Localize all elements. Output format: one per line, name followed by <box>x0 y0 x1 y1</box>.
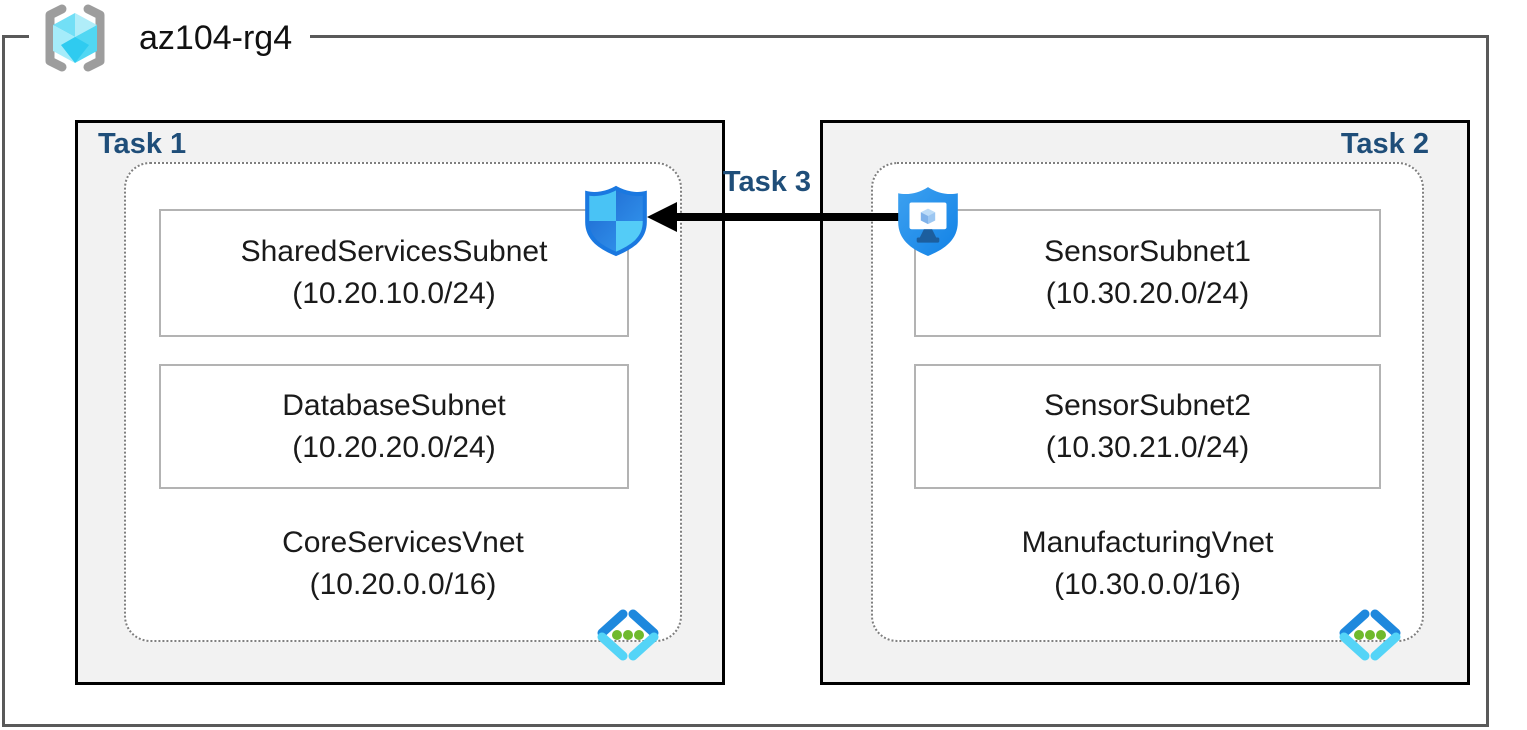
virtual-network-icon <box>597 609 659 661</box>
subnet-sharedservices: SharedServicesSubnet (10.20.10.0/24) <box>159 209 629 337</box>
subnet-cidr: (10.30.21.0/24) <box>1045 430 1250 464</box>
arrow-head <box>647 202 677 232</box>
vnet-cidr: (10.30.0.0/16) <box>1054 568 1241 601</box>
arrow-shaft <box>675 213 901 221</box>
task3-arrow <box>647 198 903 236</box>
vnet-name: CoreServicesVnet <box>282 526 524 559</box>
task3-label: Task 3 <box>722 166 812 198</box>
subnet-name: DatabaseSubnet <box>282 388 506 422</box>
resource-group-header: az104-rg4 <box>29 1 311 75</box>
subnet-name: SharedServicesSubnet <box>240 235 548 268</box>
subnet-cidr: (10.30.20.0/24) <box>1045 277 1250 310</box>
subnet-cidr: (10.20.20.0/24) <box>292 430 496 464</box>
task2-label: Task 2 <box>1340 128 1429 160</box>
bastion-icon <box>898 187 958 256</box>
resource-group-title: az104-rg4 <box>139 18 293 57</box>
subnet-name: SensorSubnet2 <box>1044 388 1251 422</box>
vnet-label-manufacturing: ManufacturingVnet (10.30.0.0/16) <box>873 522 1422 606</box>
subnet-sensor2: SensorSubnet2 (10.30.21.0/24) <box>914 364 1381 489</box>
virtual-network-icon <box>1339 609 1401 661</box>
vnet-name: ManufacturingVnet <box>1021 526 1274 559</box>
vnet-boundary-coreservices: SharedServicesSubnet (10.20.10.0/24) Dat… <box>124 162 682 661</box>
subnet-database: DatabaseSubnet (10.20.20.0/24) <box>159 364 629 489</box>
subnet-cidr: (10.20.10.0/24) <box>292 277 496 310</box>
vnet-cidr: (10.20.0.0/16) <box>309 568 497 601</box>
vnet-boundary-manufacturing: SensorSubnet1 (10.30.20.0/24) SensorSubn… <box>871 162 1424 661</box>
task1-label: Task 1 <box>98 128 187 160</box>
resource-group-icon <box>45 4 105 72</box>
network-security-group-icon <box>585 185 647 257</box>
vnet-label-coreservices: CoreServicesVnet (10.20.0.0/16) <box>126 522 680 606</box>
bastion-cube <box>920 208 936 225</box>
subnet-sensor1: SensorSubnet1 (10.30.20.0/24) <box>914 209 1381 337</box>
task2-box: Task 2 SensorSubnet1 (10.30.20.0/24) Sen… <box>820 120 1470 685</box>
resource-group-frame: az104-rg4 Task 1 SharedServicesSubnet (1… <box>2 1 1489 727</box>
subnet-name: SensorSubnet1 <box>1044 235 1251 268</box>
